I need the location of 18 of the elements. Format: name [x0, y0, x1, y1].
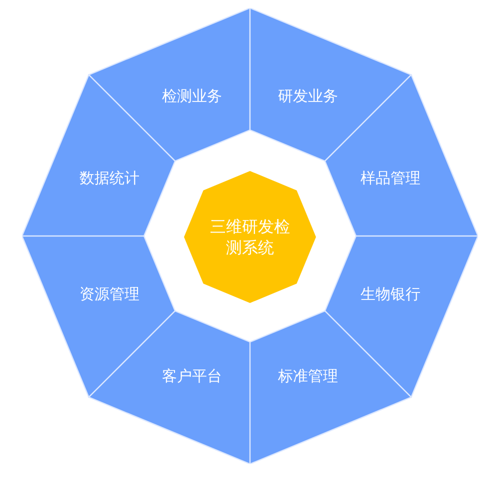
- segment-label: 标准管理: [278, 367, 338, 386]
- segment-label: 数据统计: [80, 168, 140, 187]
- segment-label: 检测业务: [162, 86, 222, 105]
- ring-segment: [22, 236, 176, 398]
- ring-segment: [250, 310, 412, 464]
- segment-label: 研发业务: [278, 86, 338, 105]
- ring-segment: [88, 8, 250, 162]
- ring-segment: [88, 310, 250, 464]
- ring-segment: [324, 236, 478, 398]
- segment-label: 样品管理: [360, 168, 420, 187]
- center-label: 三维研发检测系统: [209, 216, 291, 258]
- ring-segment: [22, 74, 176, 237]
- segment-label: 生物银行: [360, 285, 420, 304]
- segment-label: 资源管理: [80, 285, 140, 304]
- center-octagon: [184, 171, 316, 303]
- ring-segment: [249, 8, 412, 162]
- segment-label: 客户平台: [162, 367, 222, 386]
- ring-segment: [324, 74, 478, 236]
